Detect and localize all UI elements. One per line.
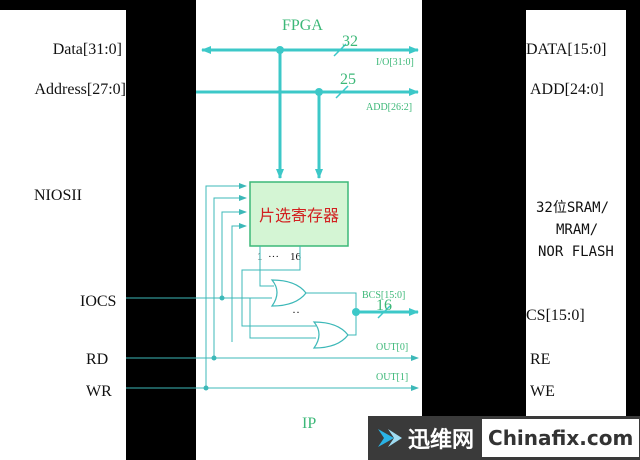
niosii-wr-label: WR — [86, 383, 112, 400]
memory-cs-label: CS[15:0] — [526, 307, 585, 324]
watermark-en-box: Chinafix.com — [482, 419, 640, 457]
niosii-address-label: Address[27:0] — [34, 81, 126, 98]
register-name: 片选寄存器 — [259, 206, 339, 225]
data-bus-label: I/O[31:0] — [376, 57, 414, 68]
fpga-title: FPGA — [282, 17, 323, 34]
memory-name-line3: NOR FLASH — [538, 244, 614, 260]
bcs-bus-width: 16 — [376, 297, 392, 314]
rd-junction — [211, 355, 217, 361]
iocs-to-gate2 — [249, 298, 316, 339]
or-gate-2 — [312, 321, 349, 349]
chip-select-register — [249, 181, 349, 247]
watermark: 迅维网 Chinafix.com — [368, 416, 640, 460]
memory-re-label: RE — [530, 351, 550, 368]
memory-name-line1: 32位SRAM/ — [536, 200, 609, 216]
niosii-rd-label: RD — [86, 351, 108, 368]
wr-junction — [203, 385, 209, 391]
register-output-wires — [241, 246, 316, 327]
fpga-ip-label: IP — [302, 415, 316, 432]
gate-dots: ·· — [292, 305, 300, 319]
niosii-data-label: Data[31:0] — [53, 41, 122, 58]
watermark-cn: 迅维网 — [408, 428, 475, 453]
chinafix-logo-icon — [378, 429, 402, 447]
data-bus-slash — [333, 43, 347, 57]
niosii-panel — [0, 10, 126, 460]
memory-name-line2: MRAM/ — [556, 222, 598, 238]
or-gate-1 — [270, 279, 307, 307]
bcs-bus-slash — [377, 305, 391, 319]
niosii-name: NIOSII — [34, 187, 82, 204]
memory-addr-label: ADD[24:0] — [530, 81, 604, 98]
niosii-iocs-label: IOCS — [80, 293, 116, 310]
address-bus-label: ADD[26:2] — [366, 102, 412, 113]
watermark-en: Chinafix.com — [488, 426, 634, 450]
memory-we-label: WE — [530, 383, 555, 400]
address-bus-width: 25 — [340, 71, 356, 88]
register-pin-dots: ··· — [268, 251, 279, 263]
gate2-output — [348, 312, 357, 336]
address-bus-slash — [335, 85, 349, 99]
register-input-wires — [205, 183, 247, 388]
bcs-bus-label: BCS[15:0] — [362, 290, 405, 301]
gate1-output — [306, 292, 357, 312]
memory-data-label: DATA[15:0] — [526, 41, 606, 58]
memory-panel — [526, 10, 626, 416]
iocs-junction — [219, 295, 225, 301]
rd-out-label: OUT[0] — [376, 342, 408, 353]
wr-out-label: OUT[1] — [376, 372, 408, 383]
register-pin-last: 16 — [290, 251, 302, 263]
data-bus-width: 32 — [342, 33, 358, 50]
